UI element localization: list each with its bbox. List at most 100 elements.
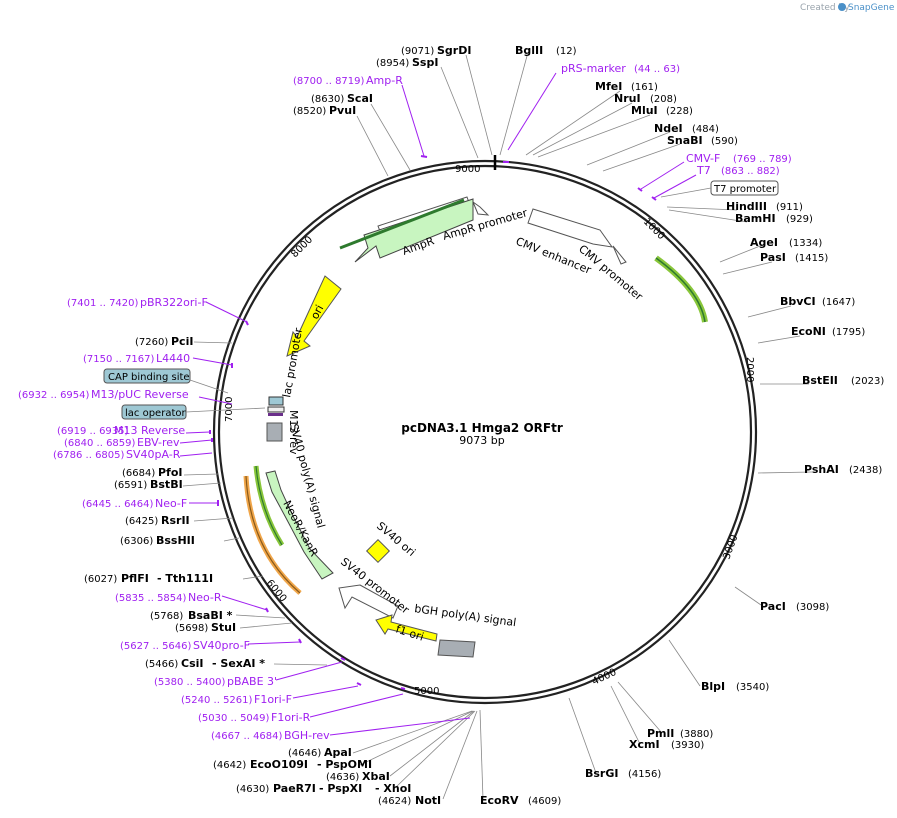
- primer-pos: (5380 .. 5400): [154, 677, 226, 688]
- site-name: RsrII: [161, 514, 190, 527]
- site-bbvci[interactable]: BbvCI(1647): [780, 295, 855, 308]
- site-pos: (2023): [851, 376, 884, 387]
- site-econi[interactable]: EcoNI(1795): [791, 325, 865, 338]
- site-sgrdi[interactable]: (9071)SgrDI: [401, 44, 471, 57]
- primer-m13-puc-reverse[interactable]: (6932 .. 6954)M13/pUC Reverse: [18, 388, 189, 401]
- feature-m13-rev[interactable]: [268, 413, 283, 416]
- tick-3000: 3000: [721, 533, 740, 561]
- feature-sv40-polya[interactable]: [266, 422, 283, 442]
- primer-bgh-rev[interactable]: (4667 .. 4684)BGH-rev: [211, 729, 330, 742]
- site-pflfi[interactable]: (6027)PflFI- Tth111I: [84, 572, 213, 585]
- site-pfoi[interactable]: (6684)PfoI: [122, 466, 183, 479]
- site-sspi[interactable]: (8954)SspI: [376, 56, 438, 69]
- site-snabi[interactable]: SnaBI(590): [667, 134, 738, 147]
- site-blpi[interactable]: BlpI(3540): [701, 680, 769, 693]
- primer-neo-f[interactable]: (6445 .. 6464)Neo-F: [82, 497, 187, 510]
- site-pcii[interactable]: (7260)PciI: [135, 335, 193, 348]
- hmga2-orf-line: [655, 257, 706, 323]
- site-ecorv[interactable]: EcoRV(4609): [480, 794, 561, 807]
- site-bstbi[interactable]: (6591)BstBI: [114, 478, 183, 491]
- site-paer7i[interactable]: (4630)PaeR7I- PspXI- XhoI: [236, 782, 411, 795]
- feature-arrow-cmv-enhancer[interactable]: [527, 208, 614, 248]
- site-bglii[interactable]: BglII(12): [515, 44, 577, 57]
- site-pasi[interactable]: PasI(1415): [760, 251, 828, 264]
- feature-arrow-ori[interactable]: [286, 275, 342, 357]
- site-name: BstBI: [150, 478, 183, 491]
- site-noti[interactable]: (4624)NotI: [378, 794, 441, 807]
- site-name: XbaI: [362, 770, 390, 783]
- feature-bgh-polya[interactable]: [437, 639, 476, 658]
- feature-cap-binding-site[interactable]: [268, 396, 284, 406]
- snapgene-credit: Created by SnapGene: [800, 3, 895, 13]
- plasmid-length: 9073 bp: [459, 434, 504, 447]
- site-paci[interactable]: PacI(3098): [760, 600, 829, 613]
- site-bsshii[interactable]: (6306)BssHII: [120, 534, 195, 547]
- primer-pos: (6786 .. 6805): [53, 450, 125, 461]
- primer-name: pBABE 3': [227, 675, 277, 688]
- primer-neo-r[interactable]: (5835 .. 5854)Neo-R: [115, 591, 222, 604]
- site-name: CsiI: [181, 657, 203, 670]
- site-name: SspI: [412, 56, 438, 69]
- site-bamhi[interactable]: BamHI(929): [735, 212, 813, 225]
- primer-ebv-rev[interactable]: (6840 .. 6859)EBV-rev: [64, 436, 180, 449]
- primer-pos: (6932 .. 6954): [18, 390, 90, 401]
- site-mfei[interactable]: MfeI(161): [595, 80, 658, 93]
- site-stui[interactable]: (5698)StuI: [175, 621, 236, 634]
- site-ecoo109i[interactable]: (4642)EcoO109I- PspOMI: [213, 758, 372, 771]
- primer-f1ori-f[interactable]: (5240 .. 5261)F1ori-F: [181, 693, 292, 706]
- site-bsrgi[interactable]: BsrGI(4156): [585, 767, 661, 780]
- label-ori: ori: [308, 303, 326, 322]
- primer-pos: (5030 .. 5049): [198, 713, 270, 724]
- primer-pbabe-3[interactable]: (5380 .. 5400)pBABE 3': [154, 675, 277, 688]
- site-bsteii[interactable]: BstEII(2023): [802, 374, 884, 387]
- feature-lac-operator[interactable]: [267, 406, 285, 413]
- primer-sv40pro-f[interactable]: (5627 .. 5646)SV40pro-F: [120, 639, 250, 652]
- primer-pos: (8700 .. 8719): [293, 76, 365, 87]
- site-xcmi[interactable]: XcmI(3930): [629, 738, 704, 751]
- primer-name: SV40pA-R: [126, 448, 181, 461]
- primer-f1ori-r[interactable]: (5030 .. 5049)F1ori-R: [198, 711, 311, 724]
- site-csii[interactable]: (5466)CsiI- SexAI *: [145, 657, 265, 670]
- primer-prs-marker[interactable]: pRS-marker(44 .. 63): [561, 62, 680, 75]
- primer-sv40pa-r[interactable]: (6786 .. 6805)SV40pA-R: [53, 448, 181, 461]
- site-pos: (208): [650, 94, 677, 105]
- site-rsrii[interactable]: (6425)RsrII: [125, 514, 190, 527]
- feature-sv40-ori[interactable]: [365, 538, 391, 564]
- site-bsabi[interactable]: (5768)BsaBI *: [150, 609, 233, 622]
- site-xbai[interactable]: (4636)XbaI: [326, 770, 390, 783]
- site-apai[interactable]: (4646)ApaI: [288, 746, 352, 759]
- box-cap-binding-site[interactable]: CAP binding site: [103, 368, 191, 384]
- site-nrui[interactable]: NruI(208): [614, 92, 677, 105]
- box-t7-promoter[interactable]: T7 promoter: [710, 180, 779, 196]
- feature-arrow-neor-kanr[interactable]: [265, 470, 334, 580]
- site-pos: (590): [711, 136, 738, 147]
- site-pos: (3540): [736, 682, 769, 693]
- site-pmli[interactable]: PmlI(3880): [647, 727, 713, 740]
- box-t7-promoter-label: T7 promoter: [713, 184, 777, 195]
- site-ndei[interactable]: NdeI(484): [654, 122, 719, 135]
- primer-pos: (4667 .. 4684): [211, 731, 283, 742]
- primer-l4440[interactable]: (7150 .. 7167)L4440: [83, 352, 190, 365]
- primer-amp-r[interactable]: (8700 .. 8719)Amp-R: [293, 74, 403, 87]
- site-pshai[interactable]: PshAI(2438): [804, 463, 882, 476]
- feature-arrow-sv40-promoter[interactable]: [338, 584, 399, 619]
- site-scai[interactable]: (8630)ScaI: [311, 92, 373, 105]
- site-pos: (3880): [680, 729, 713, 740]
- site-pos: (3098): [796, 602, 829, 613]
- primer-pbr322ori-f[interactable]: (7401 .. 7420)pBR322ori-F: [67, 296, 208, 309]
- credit-brand: SnapGene: [848, 3, 895, 13]
- site-agei[interactable]: AgeI(1334): [750, 236, 822, 249]
- primer-pos: (5835 .. 5854): [115, 593, 187, 604]
- feature-arrow-f1-ori[interactable]: [375, 614, 438, 642]
- primer-m13-reverse[interactable]: (6919 .. 6935)M13 Reverse: [57, 424, 185, 437]
- site-hindiii[interactable]: HindIII(911): [726, 200, 803, 213]
- site-mlui[interactable]: MluI(228): [631, 104, 693, 117]
- primer-t7[interactable]: T7(863 .. 882): [696, 164, 780, 177]
- site-leader-lines: [182, 54, 813, 800]
- site-pvui[interactable]: (8520)PvuI: [293, 104, 356, 117]
- hmga2-orf-arc[interactable]: [654, 255, 708, 323]
- primer-name: M13 Reverse: [114, 424, 185, 437]
- box-lac-operator[interactable]: lac operator: [121, 404, 187, 420]
- feature-arrow-cmv-promoter[interactable]: [612, 245, 627, 265]
- primer-cmv-f[interactable]: CMV-F(769 .. 789): [686, 152, 792, 165]
